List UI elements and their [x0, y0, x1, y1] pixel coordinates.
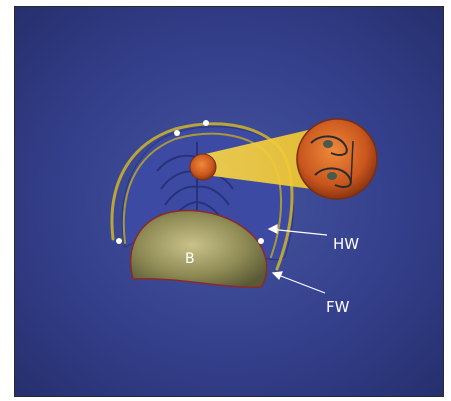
- magnified-circle: [297, 119, 377, 199]
- diagram-frame: B HW FW: [14, 6, 444, 397]
- diagram: B HW FW: [15, 7, 443, 396]
- label-fw: FW: [326, 298, 350, 316]
- small-circle: [190, 154, 216, 180]
- label-hw: HW: [333, 235, 359, 253]
- label-b: B: [185, 251, 195, 267]
